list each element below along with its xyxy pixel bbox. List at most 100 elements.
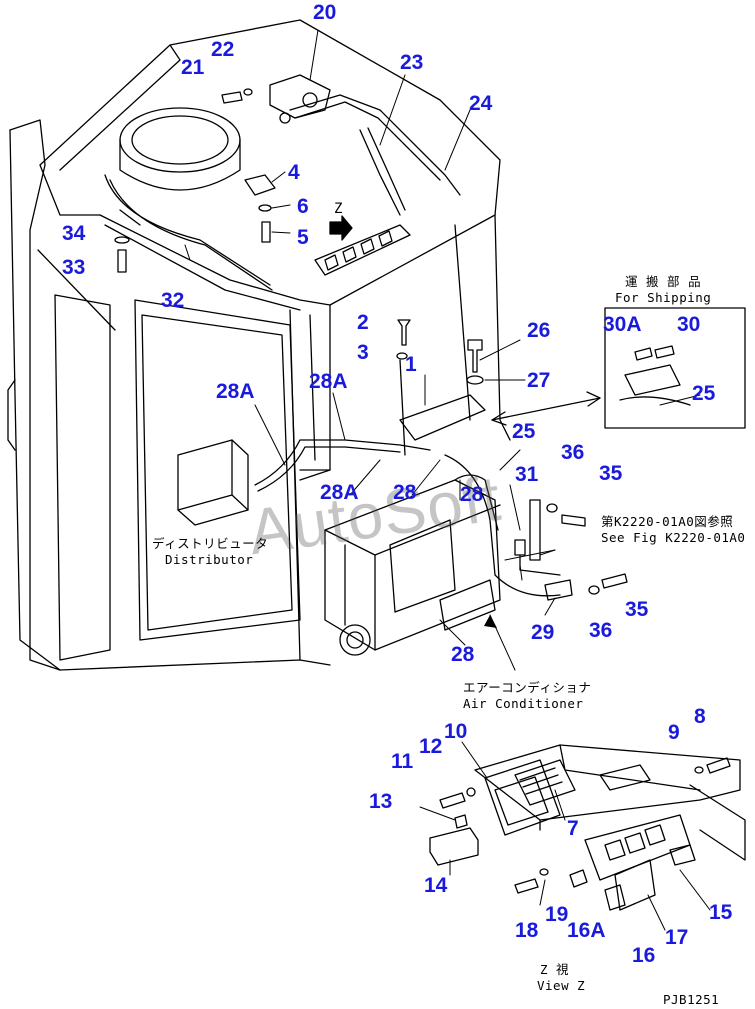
callout-4: 4 xyxy=(288,161,300,184)
roof-dome xyxy=(119,107,241,191)
callout-32: 32 xyxy=(161,289,185,312)
switch-panel-roof xyxy=(314,224,411,276)
harness-28A xyxy=(254,359,431,492)
callout-35-lower: 35 xyxy=(625,598,649,621)
callout-36-lower: 36 xyxy=(589,619,613,642)
washer-part-34 xyxy=(114,236,130,244)
leader-lines xyxy=(184,29,701,671)
callout-30: 30 xyxy=(677,313,701,336)
washer-part-27 xyxy=(466,375,484,385)
callout-25-shipping: 25 xyxy=(692,382,716,405)
callout-19: 19 xyxy=(545,903,569,926)
callout-28A-mid: 28A xyxy=(309,370,348,393)
shipping-note-en: For Shipping xyxy=(615,290,712,305)
callout-26: 26 xyxy=(527,319,551,342)
switch-part-16 xyxy=(604,884,626,911)
callout-3: 3 xyxy=(357,341,369,364)
callout-35-upper: 35 xyxy=(599,462,623,485)
washer-part-6 xyxy=(258,204,272,212)
callout-10: 10 xyxy=(444,720,468,743)
bracket-part-4 xyxy=(244,174,276,196)
callout-22: 22 xyxy=(211,38,235,61)
shipping-parts-box xyxy=(604,307,746,429)
callout-8: 8 xyxy=(694,705,706,728)
part-13 xyxy=(454,814,468,829)
callout-28-a: 28 xyxy=(393,481,417,504)
distributor-box xyxy=(177,439,249,526)
callout-28A-low: 28A xyxy=(320,481,359,504)
bolt-part-21 xyxy=(221,91,243,104)
callout-17: 17 xyxy=(665,926,689,949)
cab-outline xyxy=(7,19,511,671)
callout-24: 24 xyxy=(469,92,493,115)
callout-23: 23 xyxy=(400,51,424,74)
callout-25-main: 25 xyxy=(512,420,536,443)
washer-part-36-lower xyxy=(588,585,600,595)
callout-1: 1 xyxy=(405,353,417,376)
see-fig-note-en: See Fig K2220-01A0 xyxy=(601,530,746,545)
callout-6: 6 xyxy=(297,195,309,218)
view-z-detail xyxy=(419,741,746,931)
switch-part-16A xyxy=(569,869,588,888)
drawing-id: PJB1251 xyxy=(663,992,720,1007)
washer-part-9 xyxy=(694,766,704,774)
distributor-label-jp: ディストリビュータ xyxy=(152,536,269,551)
z-marker-label: Z xyxy=(334,201,343,217)
callout-16: 16 xyxy=(632,944,656,967)
bolt-part-35-lower xyxy=(601,573,628,589)
roof-harness xyxy=(104,94,461,291)
plate-part-17 xyxy=(614,859,656,911)
shipping-arrow xyxy=(491,391,601,426)
view-z-arrow xyxy=(329,215,353,241)
callout-16A: 16A xyxy=(567,919,606,942)
callout-14: 14 xyxy=(424,874,448,897)
callout-7: 7 xyxy=(567,817,579,840)
callout-30A: 30A xyxy=(603,313,642,336)
shipping-note-jp: 運 搬 部 品 xyxy=(625,274,702,289)
bolt-part-33 xyxy=(117,249,127,273)
aircon-label-en: Air Conditioner xyxy=(463,696,584,711)
connector-part-1 xyxy=(399,394,486,441)
callout-9: 9 xyxy=(668,721,680,744)
callout-5: 5 xyxy=(297,226,309,249)
clamp-part-29 xyxy=(544,579,573,601)
view-z-label-en: View Z xyxy=(537,978,586,993)
washer-part-12 xyxy=(466,787,476,797)
callout-36-upper: 36 xyxy=(561,441,585,464)
callout-15: 15 xyxy=(709,901,733,924)
callout-28-b: 28 xyxy=(460,483,484,506)
callout-11: 11 xyxy=(391,750,414,773)
callout-28-c: 28 xyxy=(451,643,475,666)
bolt-part-5 xyxy=(261,221,271,243)
callout-12: 12 xyxy=(419,735,443,758)
aircon-label-jp: エアーコンディショナ xyxy=(463,680,592,695)
view-z-label-jp: Z 視 xyxy=(540,962,570,977)
bolt-part-8 xyxy=(706,757,731,774)
air-conditioner-unit xyxy=(324,474,501,656)
callout-34: 34 xyxy=(62,222,86,245)
cover-part-14 xyxy=(429,827,479,866)
aircon-harness xyxy=(444,454,561,597)
washer-part-22 xyxy=(243,88,253,96)
callout-2: 2 xyxy=(357,311,369,334)
washer-part-19 xyxy=(539,868,549,876)
callout-29: 29 xyxy=(531,621,555,644)
bolt-part-35-upper xyxy=(561,514,586,527)
callout-18: 18 xyxy=(515,919,539,942)
bolt-part-26 xyxy=(467,339,483,373)
part-31 xyxy=(514,539,526,556)
washer-part-36-upper xyxy=(546,503,558,513)
callout-13: 13 xyxy=(369,790,393,813)
bolt-part-11 xyxy=(439,792,466,809)
bolt-part-2 xyxy=(397,319,411,346)
washer-part-3 xyxy=(396,352,408,360)
callout-27: 27 xyxy=(527,369,551,392)
callout-28A-left: 28A xyxy=(216,380,255,403)
bolt-part-18 xyxy=(514,878,539,894)
callout-31: 31 xyxy=(515,463,539,486)
callout-20: 20 xyxy=(313,1,337,24)
callout-21: 21 xyxy=(181,56,205,79)
relay-part-20 xyxy=(269,74,331,124)
distributor-label-en: Distributor xyxy=(165,552,254,567)
